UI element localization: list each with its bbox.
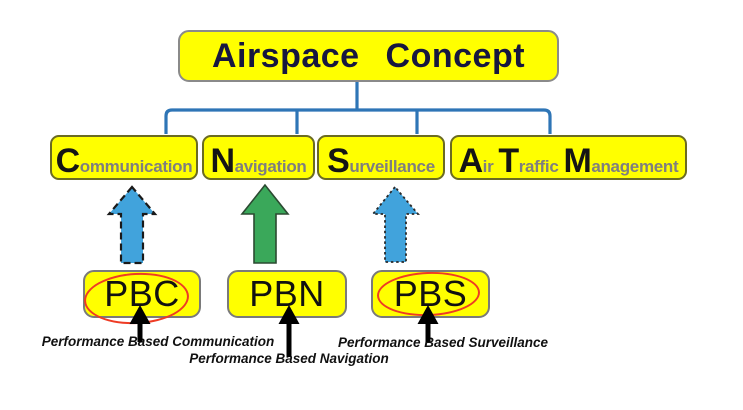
airspace-concept-box: Airspace Concept bbox=[178, 30, 559, 82]
org-connector bbox=[164, 82, 552, 134]
pbc-to-communication-arrow bbox=[106, 185, 158, 265]
airspace-concept-label: Airspace Concept bbox=[211, 36, 526, 75]
pbs-caption: Performance Based Surveillance bbox=[337, 335, 549, 350]
pbn-to-navigation-arrow bbox=[240, 183, 290, 264]
pbs-to-surveillance-arrow bbox=[371, 185, 420, 263]
pbn-caption: Performance Based Navigation bbox=[189, 351, 389, 366]
pbn-label: PBN bbox=[249, 273, 325, 314]
pbn-box: PBN bbox=[227, 270, 347, 318]
pbc-caption: Performance Based Communication bbox=[41, 334, 275, 349]
